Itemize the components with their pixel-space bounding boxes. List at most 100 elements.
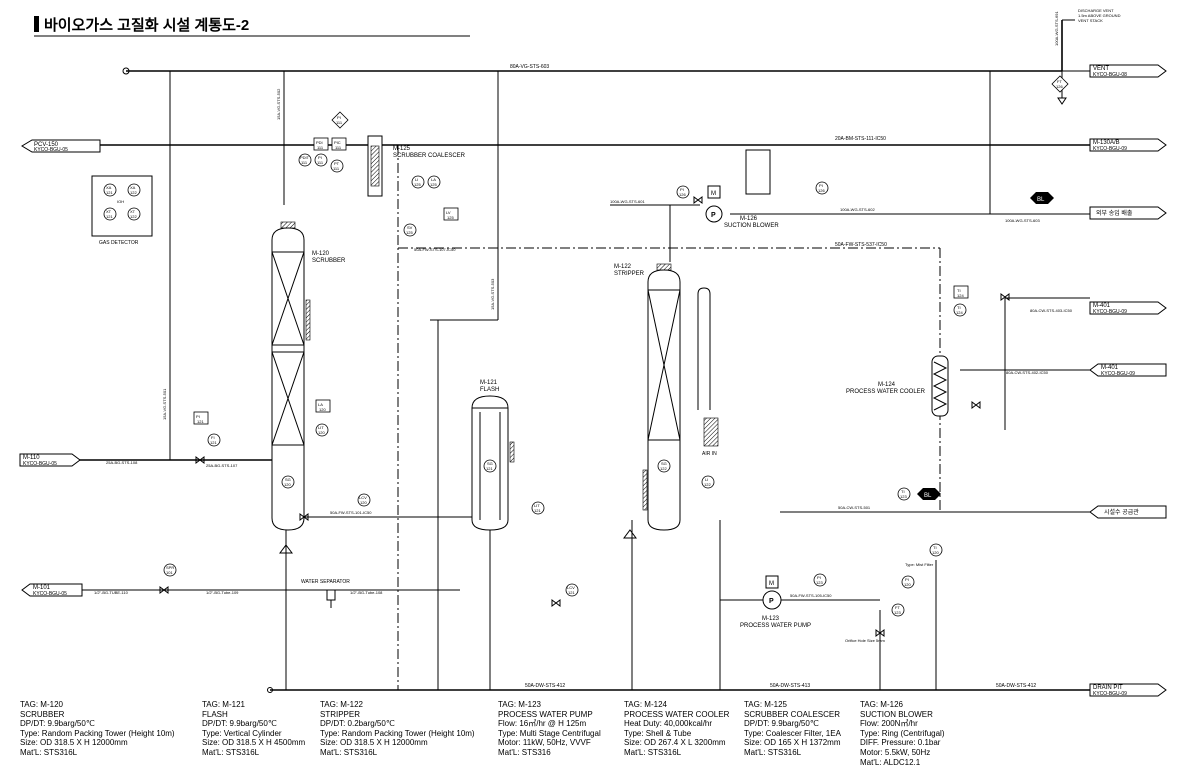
svg-text:121: 121 — [106, 190, 113, 195]
wg-602-label: 100A-WG-STS-602 — [840, 207, 875, 212]
connector-drain-pit[interactable]: DRAIN PIT KYCO-BGU-09 — [1089, 683, 1167, 697]
scrubber-tag: M-120 — [312, 251, 330, 257]
svg-text:126: 126 — [818, 188, 825, 193]
svg-text:M-401: M-401 — [1093, 303, 1111, 309]
dw-413-label: 50A-DW-STS-413 — [770, 683, 810, 689]
svg-text:KYCO-BGU-05: KYCO-BGU-05 — [23, 461, 57, 467]
svg-text:XA: XA — [106, 185, 112, 190]
connector-m101[interactable]: M-101 KYCO-BGU-05 — [21, 583, 83, 597]
connector-m401-b[interactable]: M-401 KYCO-BGU-09 — [1089, 363, 1167, 377]
vent-header-label: 80A-VG-STS-603 — [510, 64, 549, 70]
tag-spec-line: FLASH — [202, 709, 228, 719]
vg-502-label: 15A-VG-STS-502 — [276, 88, 281, 120]
tag-spec-line: Size: OD 165 X H 1372mm — [744, 738, 841, 748]
svg-text:SV: SV — [407, 225, 413, 230]
bl-marker-1: BL — [1030, 192, 1054, 204]
pump-m123[interactable]: P M M-123 PROCESS WATER PUMP — [740, 575, 811, 629]
cooler-name: PROCESS WATER COOLER — [846, 389, 926, 395]
svg-text:121: 121 — [486, 466, 493, 471]
connector-water-supply[interactable]: 시설수 공급관 — [1089, 505, 1167, 519]
svg-text:LCV: LCV — [359, 495, 367, 500]
svg-text:FI: FI — [211, 435, 215, 440]
tag-spec-line: Type: Random Packing Tower (Height 10m) — [320, 728, 475, 738]
svg-text:FT: FT — [1057, 79, 1062, 84]
svg-text:122: 122 — [130, 214, 137, 219]
tag-spec-line: DP/DT: 9.9barg/50℃ — [20, 719, 95, 729]
dw-412-label: 50A-DW-STS-412 — [525, 683, 565, 689]
title-marker — [34, 16, 39, 32]
vg-503-label: 15A-VG-STS-503 — [490, 278, 495, 310]
connector-vent[interactable]: VENT KYCO-BGU-08 — [1089, 64, 1167, 78]
connector-m401-a[interactable]: M-401 KYCO-BGU-09 — [1089, 301, 1167, 315]
tag-spec-line: SCRUBBER COALESCER — [744, 709, 841, 719]
svg-text:시설수 공급관: 시설수 공급관 — [1104, 508, 1139, 516]
connector-pcv150[interactable]: PCV-150 KYCO-BGU-05 — [21, 139, 101, 153]
bg-108-label: 25A-BG-STS-108 — [106, 460, 138, 465]
tag-spec-line: PROCESS WATER PUMP — [498, 709, 593, 719]
svg-text:126: 126 — [679, 192, 686, 197]
svg-text:111: 111 — [333, 166, 340, 171]
svg-text:122: 122 — [130, 190, 137, 195]
scrubber-m120[interactable]: M-120 SCRUBBER — [271, 221, 346, 531]
gas-detector-label: GAS DETECTOR — [99, 240, 139, 246]
svg-text:VENT: VENT — [1093, 66, 1109, 72]
cooler-m124[interactable]: M-124 PROCESS WATER COOLER — [846, 355, 949, 417]
svg-text:SPR: SPR — [166, 565, 174, 570]
tag-spec-line: Mat'L: STS316L — [744, 747, 802, 757]
blower-m126[interactable]: P M M-126 SUCTION BLOWER — [705, 149, 779, 229]
svg-text:외부 송입 배출: 외부 송입 배출 — [1096, 209, 1133, 217]
flash-m121[interactable]: M-121 FLASH — [471, 380, 515, 531]
tag-spec-line: Type: Ring (Centrifugal) — [860, 728, 945, 738]
coalescer-m125[interactable]: M-125 SCRUBBER COALESCER — [367, 135, 466, 197]
fw-return-label: 50A-FW-STS-537-IC50 — [835, 242, 887, 248]
svg-text:120: 120 — [284, 482, 291, 487]
svg-text:120: 120 — [360, 500, 367, 505]
connector-m110[interactable]: M-110 KYCO-BGU-05 — [19, 453, 81, 467]
title-block: 바이오가스 고질화 시설 계통도-2 — [34, 16, 470, 37]
svg-text:LCV: LCV — [567, 585, 575, 590]
svg-text:120: 120 — [932, 550, 939, 555]
blower-name: SUCTION BLOWER — [724, 223, 779, 229]
connector-m130[interactable]: M-130A/B KYCO-BGU-09 — [1089, 138, 1167, 152]
pump-symbol: P — [769, 598, 774, 605]
svg-text:M-401: M-401 — [1101, 365, 1119, 371]
wg-601-label: 100A-WG-STS-601 — [610, 199, 645, 204]
connector-cooling-supply[interactable]: 외부 송입 배출 — [1089, 206, 1167, 220]
stripper-m122[interactable]: M-122 STRIPPER AIR IN — [614, 263, 719, 531]
svg-text:P: P — [711, 212, 716, 219]
